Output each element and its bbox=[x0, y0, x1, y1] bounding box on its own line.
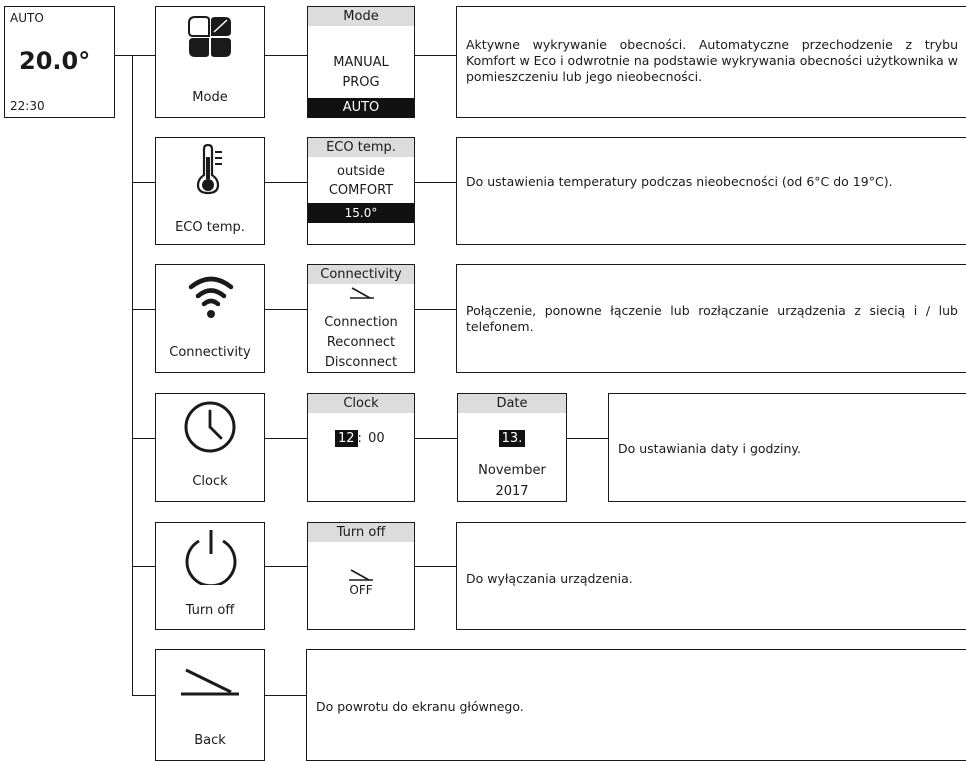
description-turn-off: Do wyłączania urządzenia. bbox=[456, 522, 966, 630]
menu-item-turn-off[interactable]: Turn off bbox=[155, 522, 265, 630]
clock-separator: : bbox=[357, 431, 362, 446]
submenu-header: Turn off bbox=[308, 523, 414, 542]
option-connection[interactable]: Connection bbox=[324, 315, 398, 330]
connector bbox=[115, 55, 155, 56]
description-mode: Aktywne wykrywanie obecności. Automatycz… bbox=[456, 6, 966, 118]
connectivity-submenu: Connectivity Connection Reconnect Discon… bbox=[307, 264, 415, 373]
option-prog[interactable]: PROG bbox=[342, 75, 380, 90]
submenu-header: ECO temp. bbox=[308, 138, 414, 157]
submenu-header: Clock bbox=[308, 394, 414, 413]
description-text: Połączenie, ponowne łączenie lub rozłącz… bbox=[466, 303, 958, 334]
description-text: Aktywne wykrywanie obecności. Automatycz… bbox=[466, 37, 958, 84]
description-text: Do ustawiania daty i godziny. bbox=[618, 441, 802, 456]
submenu-header: Connectivity bbox=[308, 265, 414, 284]
eco-line-comfort: COMFORT bbox=[328, 183, 394, 198]
back-arrow-icon[interactable] bbox=[348, 286, 376, 300]
menu-item-label: Connectivity bbox=[169, 345, 251, 360]
description-text: Do wyłączania urządzenia. bbox=[466, 571, 633, 586]
tree-trunk bbox=[132, 55, 133, 695]
date-day[interactable]: 13. bbox=[498, 430, 526, 447]
option-manual[interactable]: MANUAL bbox=[333, 55, 389, 70]
menu-item-connectivity[interactable]: Connectivity bbox=[155, 264, 265, 373]
option-reconnect[interactable]: Reconnect bbox=[326, 335, 396, 350]
connector bbox=[414, 309, 456, 310]
mode-submenu: Mode MANUAL PROG AUTO bbox=[307, 6, 415, 118]
description-clock: Do ustawiania daty i godziny. bbox=[608, 393, 966, 502]
clock-icon bbox=[184, 401, 236, 453]
clock-submenu: Clock 12: 00 bbox=[307, 393, 415, 502]
connector bbox=[567, 438, 608, 439]
date-month[interactable]: November bbox=[478, 463, 546, 478]
connector bbox=[132, 566, 155, 567]
menu-item-clock[interactable]: Clock bbox=[155, 393, 265, 502]
description-connectivity: Połączenie, ponowne łączenie lub rozłącz… bbox=[456, 264, 966, 373]
description-text: Do powrotu do ekranu głównego. bbox=[316, 699, 524, 714]
back-arrow-icon bbox=[181, 668, 239, 696]
submenu-header: Mode bbox=[308, 7, 414, 26]
menu-item-label: Turn off bbox=[185, 603, 235, 618]
description-eco-temp: Do ustawienia temperatury podczas nieobe… bbox=[456, 137, 966, 245]
eco-line-outside: outside bbox=[337, 164, 385, 179]
mode-quadrants-icon bbox=[188, 16, 231, 57]
mode-indicator: AUTO bbox=[10, 11, 44, 25]
menu-item-label: Clock bbox=[192, 474, 228, 489]
thermometer-icon bbox=[196, 143, 222, 195]
connector bbox=[132, 438, 155, 439]
connector bbox=[264, 695, 306, 696]
menu-item-label: Back bbox=[194, 733, 226, 748]
eco-temp-value[interactable]: 15.0° bbox=[308, 203, 414, 223]
connector bbox=[132, 182, 155, 183]
eco-temp-submenu: ECO temp. outside COMFORT 15.0° bbox=[307, 137, 415, 245]
menu-item-label: ECO temp. bbox=[175, 220, 245, 235]
turn-off-submenu: Turn off OFF bbox=[307, 522, 415, 630]
clock-hours[interactable]: 12 bbox=[335, 430, 358, 447]
date-year[interactable]: 2017 bbox=[495, 484, 529, 499]
connector bbox=[264, 309, 307, 310]
power-icon bbox=[185, 530, 237, 585]
description-back: Do powrotu do ekranu głównego. bbox=[306, 649, 966, 761]
menu-item-back[interactable]: Back bbox=[155, 649, 265, 761]
connector bbox=[132, 309, 155, 310]
option-off[interactable]: OFF bbox=[349, 583, 373, 597]
menu-item-mode[interactable]: Mode bbox=[155, 6, 265, 118]
clock-minutes[interactable]: 00 bbox=[368, 431, 385, 446]
connector bbox=[264, 55, 307, 56]
connector bbox=[414, 55, 456, 56]
wifi-icon bbox=[188, 276, 234, 318]
connector bbox=[414, 182, 456, 183]
connector bbox=[264, 438, 307, 439]
option-disconnect[interactable]: Disconnect bbox=[324, 355, 398, 370]
back-arrow-icon[interactable] bbox=[347, 568, 375, 582]
menu-item-label: Mode bbox=[192, 90, 228, 105]
connector bbox=[414, 566, 456, 567]
date-screen: Date 13. November 2017 bbox=[457, 393, 567, 502]
main-screen: AUTO 20.0° 22:30 bbox=[4, 6, 115, 118]
date-header: Date bbox=[458, 394, 566, 413]
current-time: 22:30 bbox=[10, 99, 45, 113]
current-temperature: 20.0° bbox=[19, 47, 91, 75]
connector bbox=[132, 695, 155, 696]
connector bbox=[264, 182, 307, 183]
description-text: Do ustawienia temperatury podczas nieobe… bbox=[466, 174, 893, 189]
menu-item-eco-temp[interactable]: ECO temp. bbox=[155, 137, 265, 245]
connector bbox=[264, 566, 307, 567]
connector bbox=[414, 438, 457, 439]
option-auto-selected[interactable]: AUTO bbox=[308, 98, 414, 118]
